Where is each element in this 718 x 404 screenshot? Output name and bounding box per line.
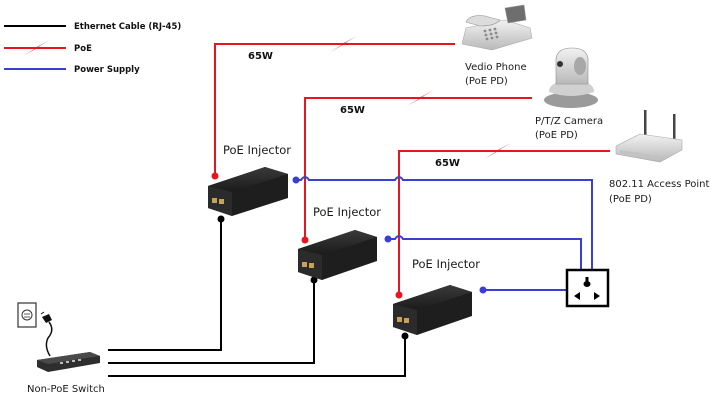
- rj45-port-icon: [397, 317, 402, 322]
- power-port-dot: [292, 176, 300, 184]
- ethernet-cable-injector-1: [108, 221, 222, 351]
- power-cables: [297, 176, 593, 291]
- rj45-port-icon: [302, 262, 307, 267]
- poe-cables: [214, 43, 610, 295]
- legend-ethernet-label: Ethernet Cable (RJ-45): [74, 22, 181, 32]
- ethernet-port-dot: [401, 332, 409, 340]
- poe-injector-3: [393, 285, 472, 335]
- phone-icon: [461, 4, 533, 51]
- power-cable-injector-1: [297, 176, 593, 272]
- camera-icon: [544, 47, 598, 108]
- link-power-label: 65W: [340, 105, 365, 116]
- ethernet-cables: [108, 221, 406, 377]
- poe-cable-phone: [214, 43, 455, 178]
- link-power-label: 65W: [435, 158, 460, 169]
- poe-port-dot: [211, 172, 219, 180]
- poe-cable-camera: [304, 97, 532, 240]
- legend-power-label: Power Supply: [74, 65, 140, 75]
- ethernet-cable-injector-2: [108, 282, 315, 364]
- poe-cable-access-point: [398, 150, 610, 295]
- power-port-dot: [479, 286, 487, 294]
- rj45-port-icon: [309, 263, 314, 268]
- poe-port-dot: [395, 291, 403, 299]
- ethernet-port-dot: [217, 215, 225, 223]
- ethernet-port-dot: [310, 276, 318, 284]
- rj45-port-icon: [219, 199, 224, 204]
- poe-port-dot: [301, 236, 309, 244]
- lightning-icon: [484, 143, 511, 159]
- device-name: Non-PoE Switch: [27, 384, 105, 395]
- legend-poe-label: PoE: [74, 44, 92, 54]
- device-name: Vedio Phone: [465, 62, 527, 73]
- injector-label: PoE Injector: [313, 205, 381, 219]
- wall-outlet-icon: [17, 302, 37, 328]
- device-name: P/T/Z Camera: [535, 116, 603, 127]
- device-name: 802.11 Access Point: [609, 179, 709, 190]
- lightning-icon: [407, 90, 434, 106]
- legend: Ethernet Cable (RJ-45) PoE Power Supply: [4, 22, 181, 75]
- poe-injector-1: [208, 167, 288, 216]
- ethernet-cable-injector-3: [108, 338, 406, 377]
- device-type: (PoE PD): [535, 130, 578, 141]
- power-plug-icon: [40, 311, 53, 357]
- device-type: (PoE PD): [609, 194, 652, 205]
- lightning-icon: [330, 36, 357, 52]
- power-outlet-icon: [565, 268, 610, 308]
- poe-injector-2: [298, 230, 377, 280]
- injector-label: PoE Injector: [412, 257, 480, 271]
- rj45-port-icon: [212, 198, 217, 203]
- device-type: (PoE PD): [465, 76, 508, 87]
- power-cable-injector-2: [388, 235, 582, 272]
- power-port-dot: [384, 235, 392, 243]
- link-power-label: 65W: [248, 51, 273, 62]
- injector-label: PoE Injector: [223, 143, 291, 157]
- switch-icon: [37, 352, 100, 372]
- rj45-port-icon: [404, 318, 409, 323]
- legend-lightning-icon: [23, 40, 50, 56]
- access-point-icon: [615, 110, 683, 163]
